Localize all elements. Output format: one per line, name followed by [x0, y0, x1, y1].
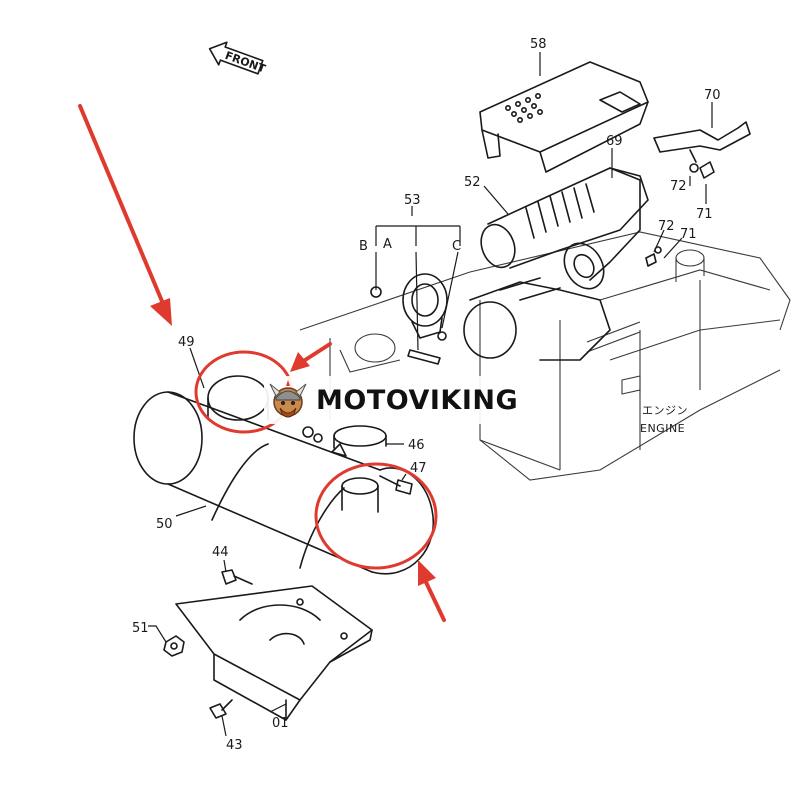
- part-43-bolt: [209, 699, 233, 719]
- part-52-intake-hose: [480, 167, 649, 290]
- part-72-71-fasteners: [645, 161, 715, 267]
- callout-43: 43: [226, 738, 243, 753]
- callout-53: 53: [404, 193, 421, 208]
- engine-label: エンジン ENGINE: [640, 404, 688, 435]
- callout-b: B: [359, 239, 368, 254]
- callout-69: 69: [606, 134, 623, 149]
- part-44-bolt: [221, 569, 253, 585]
- front-label: FRONT: [223, 49, 267, 76]
- callout-49: 49: [178, 335, 195, 350]
- callout-58: 58: [530, 37, 547, 52]
- callout-51: 51: [132, 621, 149, 636]
- viking-logo-icon: [269, 380, 307, 418]
- front-arrow: FRONT: [208, 41, 268, 76]
- callout-70: 70: [704, 88, 721, 103]
- watermark: MOTOVIKING: [264, 376, 536, 424]
- arrow-top-left: [78, 104, 172, 326]
- highlight-arrows: [78, 104, 446, 622]
- arrow-bottom-right: [418, 560, 446, 622]
- callout-46: 46: [408, 438, 425, 453]
- callout-71-lower: 71: [680, 227, 697, 242]
- callout-44: 44: [212, 545, 229, 560]
- callout-47: 47: [410, 461, 427, 476]
- callout-72-upper: 72: [670, 179, 687, 194]
- part-53-clamp: [370, 273, 448, 365]
- callout-01: 01: [272, 716, 289, 731]
- callout-a: A: [383, 237, 392, 252]
- callout-52: 52: [464, 175, 481, 190]
- watermark-brand: MOTOVIKING: [316, 384, 519, 416]
- leader-lines: [148, 52, 713, 737]
- callout-72-lower: 72: [658, 219, 675, 234]
- engine-outline: [299, 231, 791, 481]
- callout-71-upper: 71: [696, 207, 713, 222]
- part-47-bolt: [379, 475, 413, 495]
- arrow-to-inlet: [290, 342, 332, 372]
- part-58-shroud: [479, 61, 649, 173]
- callouts: 58 70 69 52 53 A B C 72 71 72 71 49 46 4…: [132, 37, 721, 753]
- callout-50: 50: [156, 517, 173, 532]
- part-01-bracket: [175, 585, 373, 721]
- part-70-bracket: [653, 121, 751, 163]
- callout-c: C: [452, 239, 461, 254]
- engine-pipework: [463, 277, 611, 361]
- part-51-nut: [163, 635, 185, 657]
- part-46-band-clamp: [302, 425, 387, 457]
- engine-label-english: ENGINE: [640, 422, 685, 435]
- engine-label-japanese: エンジン: [642, 404, 688, 417]
- highlight-circle-outlet: [314, 462, 438, 570]
